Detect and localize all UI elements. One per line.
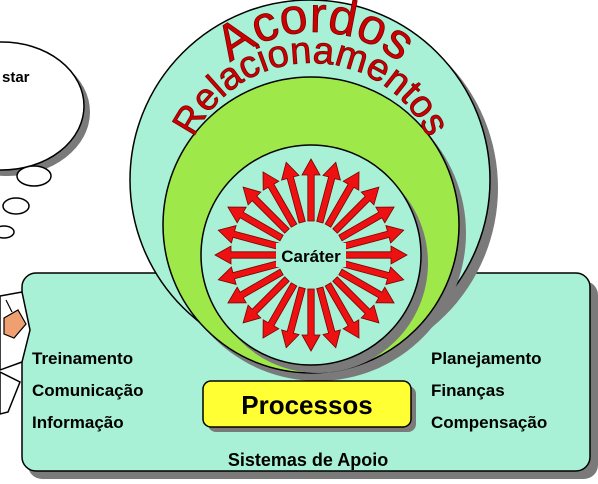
- arrow-icon: [242, 186, 290, 234]
- arrow-icon: [324, 282, 360, 339]
- arrow-icon: [301, 158, 321, 222]
- arrow-icon: [214, 245, 278, 265]
- left-item-information: Informação: [32, 413, 124, 432]
- arrow-icon: [301, 288, 321, 352]
- arrow-icon: [342, 225, 405, 250]
- arrow-icon: [338, 268, 395, 304]
- core-label: Caráter: [281, 247, 341, 266]
- left-item-communication: Comunicação: [32, 381, 143, 400]
- right-item-planning: Planejamento: [431, 349, 542, 368]
- arrow-icon: [338, 206, 395, 242]
- person-figure-icon: [0, 291, 31, 415]
- arrow-icon: [332, 276, 380, 324]
- arrow-icon: [316, 286, 341, 349]
- arrow-icon: [324, 171, 360, 228]
- arrow-icon: [262, 171, 298, 228]
- arrow-icon: [344, 245, 408, 265]
- arrow-icon: [262, 282, 298, 339]
- left-item-training: Treinamento: [32, 349, 133, 368]
- support-panel-title: Sistemas de Apoio: [228, 450, 388, 470]
- arrow-icon: [316, 161, 341, 224]
- arrow-icon: [217, 260, 280, 285]
- thought-bubble-icon: star: [0, 41, 90, 239]
- arrow-icon: [227, 206, 284, 242]
- processes-box: Processos: [202, 380, 416, 432]
- arrow-icon: [281, 286, 306, 349]
- core-label-bg: [276, 243, 346, 267]
- right-item-compensation: Compensação: [431, 413, 547, 432]
- arrow-icon: [332, 186, 380, 234]
- right-item-finance: Finanças: [431, 381, 505, 400]
- arrow-icon: [281, 161, 306, 224]
- processes-label: Processos: [241, 390, 373, 420]
- arrow-icon: [227, 268, 284, 304]
- arrow-icon: [217, 225, 280, 250]
- arrow-icon: [242, 276, 290, 324]
- radiating-arrows: [214, 158, 408, 352]
- thought-bubble-text: star: [2, 69, 30, 86]
- arrow-icon: [342, 260, 405, 285]
